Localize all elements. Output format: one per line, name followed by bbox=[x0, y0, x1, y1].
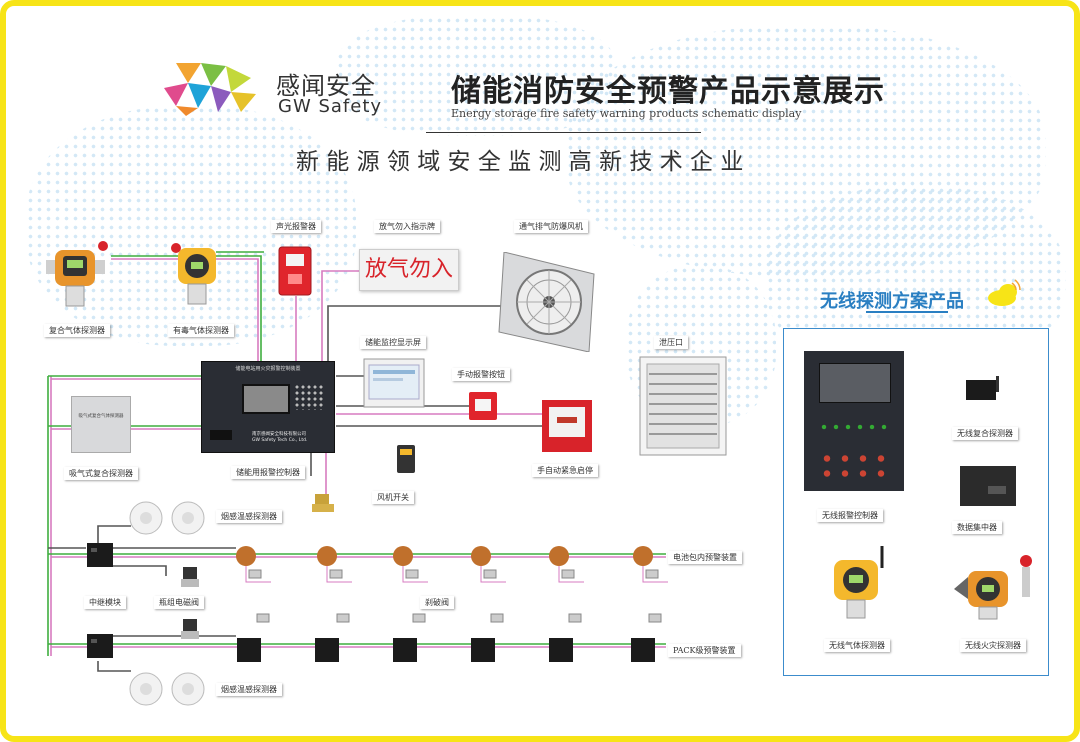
smoke-temp-detectors-top-image bbox=[129, 501, 205, 535]
shutoff-valve-label: 刹破阀 bbox=[420, 596, 454, 609]
brand-name-cn: 感闻安全 bbox=[276, 72, 376, 100]
pack-device-2 bbox=[315, 613, 350, 662]
battery-pack-warning-row bbox=[236, 546, 668, 583]
wireless-panel: 无线报警控制器 无线复合探测器 数据集中器 无线气体探测器 bbox=[783, 328, 1049, 676]
monitor-screen-label: 储能监控显示屏 bbox=[360, 336, 426, 349]
monitor-screen-image bbox=[363, 358, 425, 408]
battery-pack-device-4 bbox=[471, 546, 506, 583]
toxic-gas-detector-image bbox=[171, 243, 216, 305]
relay-module-image bbox=[87, 543, 113, 567]
manual-auto-start-stop-label: 手自动紧急启停 bbox=[532, 464, 598, 477]
battery-pack-device-6 bbox=[633, 546, 668, 583]
pack-level-warning-label: PACK级预警装置 bbox=[668, 644, 741, 657]
brand-logo bbox=[164, 63, 256, 116]
wireless-fire-detector-label: 无线火灾探测器 bbox=[960, 639, 1026, 652]
controller-valve-image bbox=[312, 494, 334, 512]
page-subtitle: Energy storage fire safety warning produ… bbox=[451, 107, 802, 120]
alarm-controller-panel: 储能电站用火灾报警控制装置 南京感闻安全科技有限公司 GW Safety Tec… bbox=[201, 361, 335, 453]
wireless-composite-detector-image bbox=[966, 376, 999, 400]
data-concentrator-image bbox=[960, 466, 1016, 506]
sound-light-alarm-label: 声光报警器 bbox=[271, 220, 321, 233]
wireless-controller-leds bbox=[818, 421, 892, 433]
wireless-controller-image bbox=[804, 351, 904, 491]
manual-alarm-button-image bbox=[469, 392, 497, 420]
controller-company-en: GW Safety Tech Co., Ltd. bbox=[252, 438, 308, 443]
battery-pack-device-2 bbox=[317, 546, 352, 583]
fan-switch-image bbox=[397, 445, 415, 473]
sound-light-alarm-image bbox=[278, 246, 312, 296]
aspirating-detector-label: 吸气式复合探测器 bbox=[64, 467, 138, 480]
pack-device-3 bbox=[393, 613, 426, 662]
composite-gas-detector-label: 复合气体探测器 bbox=[44, 324, 110, 337]
no-release-sign-label: 放气勿入指示牌 bbox=[374, 220, 440, 233]
aspirating-detector-panel: 吸气式复合气体探测器 bbox=[71, 396, 131, 453]
composite-gas-detector-image bbox=[46, 241, 108, 307]
brand-name-en: GW Safety bbox=[278, 96, 383, 117]
pack-device-4 bbox=[471, 613, 504, 662]
aspirating-panel-text: 吸气式复合气体探测器 bbox=[78, 414, 124, 419]
battery-pack-device-5 bbox=[549, 546, 584, 583]
relay-module-label: 中继模块 bbox=[84, 596, 126, 609]
controller-panel-title: 储能电站用火灾报警控制装置 bbox=[235, 366, 301, 372]
pack-device-5 bbox=[549, 613, 582, 662]
title-divider bbox=[426, 132, 701, 133]
controller-company-cn: 南京感闻安全科技有限公司 bbox=[252, 432, 306, 437]
battery-pack-warning-label: 电池包内预警装置 bbox=[668, 551, 742, 564]
wireless-controller-buttons bbox=[818, 451, 892, 481]
wireless-title: 无线探测方案产品 bbox=[820, 291, 964, 312]
smoke-temp-detectors-bottom-image bbox=[129, 672, 205, 706]
solenoid-valve-image bbox=[181, 567, 199, 587]
wireless-fire-detector-image bbox=[954, 555, 1032, 620]
cloud-wifi-icon bbox=[988, 279, 1021, 306]
controller-lcd bbox=[242, 384, 290, 414]
pack-device-6 bbox=[631, 613, 662, 662]
manual-auto-start-stop-image bbox=[542, 400, 592, 452]
smoke-temp-detector-bottom-label: 烟感温感探测器 bbox=[216, 683, 282, 696]
fan-switch-label: 风机开关 bbox=[372, 491, 414, 504]
pressure-relief-port-image bbox=[639, 356, 727, 456]
pack-level-warning-row bbox=[237, 613, 662, 662]
controller-keypad bbox=[294, 384, 324, 410]
slogan: 新 能 源 领 域 安 全 监 测 高 新 技 术 企 业 bbox=[296, 149, 744, 175]
wireless-composite-detector-label: 无线复合探测器 bbox=[952, 427, 1018, 440]
no-release-sign: 放气勿入 bbox=[359, 249, 459, 291]
wireless-gas-detector-image bbox=[834, 546, 884, 619]
controller-printer bbox=[210, 430, 232, 440]
wireless-gas-detector-label: 无线气体探测器 bbox=[824, 639, 890, 652]
battery-pack-device-1 bbox=[236, 546, 271, 583]
battery-pack-device-3 bbox=[393, 546, 428, 583]
pressure-relief-port-label: 泄压口 bbox=[654, 336, 688, 349]
exhaust-fan-label: 通气排气防爆风机 bbox=[514, 220, 588, 233]
exhaust-fan-image bbox=[498, 252, 595, 352]
toxic-gas-detector-label: 有毒气体探测器 bbox=[168, 324, 234, 337]
wireless-title-underline bbox=[866, 311, 948, 313]
wireless-controller-screen bbox=[819, 363, 891, 403]
wireless-controller-label: 无线报警控制器 bbox=[817, 509, 883, 522]
page-title: 储能消防安全预警产品示意展示 bbox=[451, 74, 885, 109]
pack-device-1 bbox=[237, 613, 270, 662]
solenoid-valve-label: 瓶组电磁阀 bbox=[154, 596, 204, 609]
controller-company: 南京感闻安全科技有限公司 GW Safety Tech Co., Ltd. bbox=[252, 432, 332, 444]
no-release-sign-text: 放气勿入 bbox=[364, 257, 453, 282]
manual-alarm-button-label: 手动报警按钮 bbox=[452, 368, 510, 381]
data-concentrator-label: 数据集中器 bbox=[952, 521, 1002, 534]
solenoid-valve-2-image bbox=[181, 619, 199, 639]
smoke-temp-detector-top-label: 烟感温感探测器 bbox=[216, 510, 282, 523]
alarm-controller-label: 储能用报警控制器 bbox=[231, 466, 305, 479]
relay-module-2-image bbox=[87, 634, 113, 658]
